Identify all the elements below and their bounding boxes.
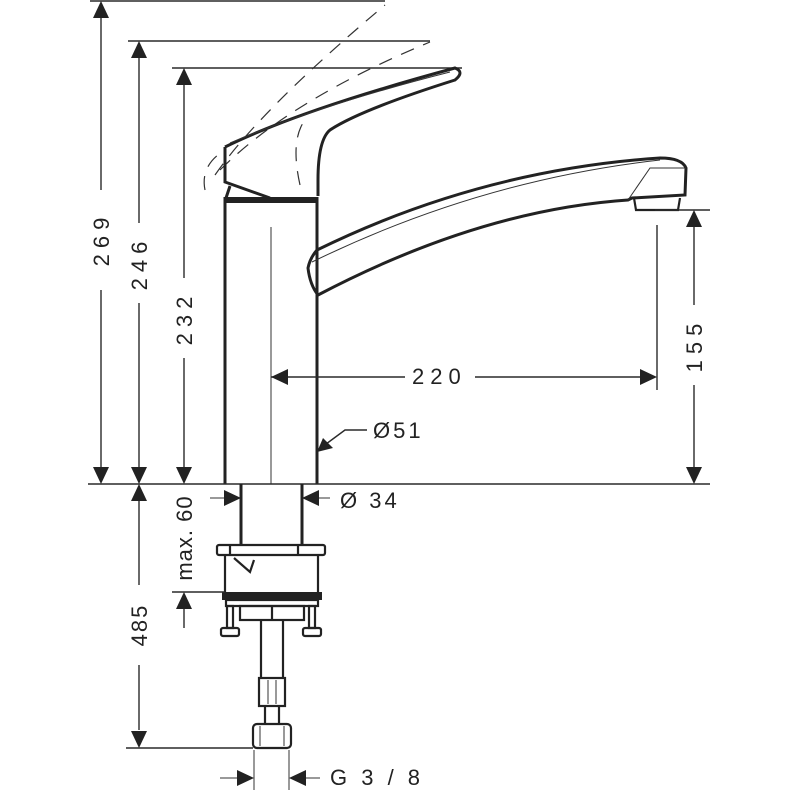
label-232: 232 (172, 278, 197, 358)
label-220: 220 (412, 364, 467, 389)
leader-d51 (317, 429, 367, 452)
dim-155 (686, 210, 702, 484)
dim-269 (93, 1, 109, 484)
shank (210, 484, 330, 545)
label-155: 155 (682, 305, 707, 385)
dim-220 (271, 369, 657, 385)
label-g38: G 3 / 8 (330, 765, 425, 790)
lever-ghost-positions (203, 4, 431, 191)
dim-g38 (220, 750, 320, 790)
dim-max60 (172, 591, 225, 628)
spout (306, 156, 688, 297)
label-269: 269 (89, 199, 114, 279)
faucet-body (223, 197, 319, 484)
dim-485 (126, 484, 253, 749)
label-max60: max. 60 (172, 488, 197, 588)
dim-232 (176, 68, 192, 484)
label-d34: Ø 34 (340, 488, 400, 513)
lever-handle (223, 66, 462, 200)
label-246: 246 (127, 223, 152, 303)
mounting-nut (215, 543, 327, 638)
supply-hose (251, 620, 293, 750)
dim-246 (131, 41, 147, 484)
label-485: 485 (127, 585, 152, 665)
label-d51: Ø51 (373, 418, 424, 443)
